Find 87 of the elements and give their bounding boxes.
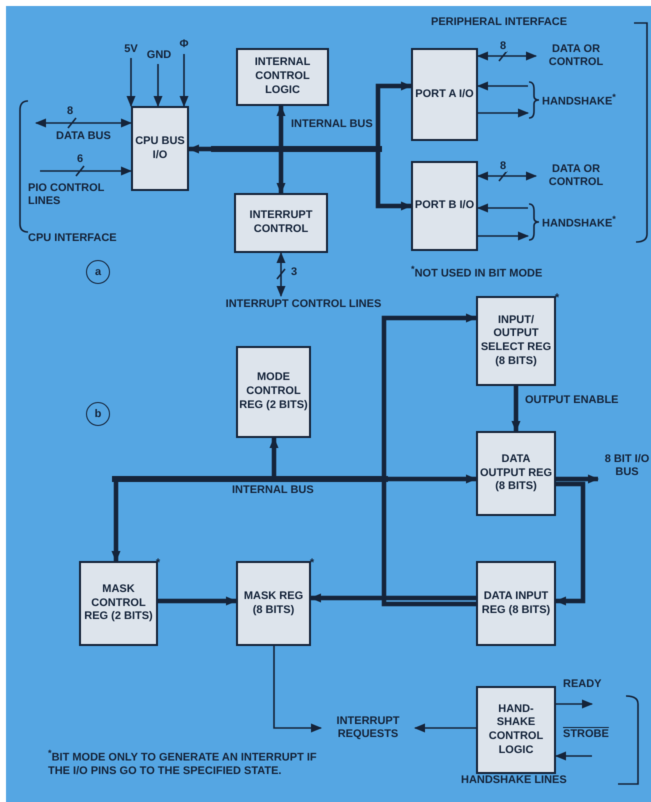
arrow — [158, 596, 237, 606]
arrow — [188, 144, 211, 154]
block-label: PORT B I/O — [414, 199, 474, 213]
edge-label: STROBE — [562, 728, 610, 740]
arrow — [276, 252, 286, 297]
block-box — [234, 193, 328, 253]
figure-letter: b — [94, 408, 102, 420]
block-box — [411, 48, 478, 141]
signal-label: 8 BIT I/O BUS — [598, 450, 651, 482]
block-box — [236, 346, 311, 438]
arrow — [376, 152, 412, 210]
block-box — [236, 48, 329, 106]
arrow — [556, 700, 593, 708]
arrow — [555, 482, 586, 606]
signal-label: DATA OR CONTROL — [536, 42, 616, 70]
arrow — [477, 82, 528, 90]
block-box — [79, 561, 158, 646]
arrow — [276, 152, 286, 194]
edge-label: OUTPUT ENABLE — [524, 394, 620, 406]
arrow — [40, 166, 132, 176]
arrow — [512, 386, 520, 432]
arrow — [112, 482, 120, 562]
arrow — [477, 52, 537, 60]
block-box — [236, 561, 311, 646]
footnote-mark: * — [554, 292, 560, 306]
arrow — [477, 172, 537, 180]
arrow — [180, 54, 188, 107]
signal-label: INTERRUPT CONTROL LINES — [166, 296, 441, 314]
block-label: DATA INPUT REG (8 BITS) — [480, 590, 552, 618]
arrow — [276, 105, 286, 146]
annotation-text: CPU INTERFACE — [28, 232, 118, 246]
arrow — [154, 64, 162, 107]
edge-label: 8 — [499, 40, 508, 52]
arrow — [478, 232, 529, 240]
figure-circle — [86, 402, 110, 426]
annotation-text: HANDSHAKE$^{*}$ — [542, 214, 616, 231]
figure-circle — [86, 260, 110, 284]
annotation-text: PIO CONTROL LINES — [28, 182, 106, 208]
edge-label: 8 — [499, 160, 508, 172]
block-label: HAND- SHAKE CONTROL LOGIC — [488, 702, 544, 758]
block-box — [411, 161, 478, 251]
arrow — [555, 752, 592, 760]
annotation-text: HANDSHAKE$^{*}$ — [542, 92, 616, 109]
block-box — [476, 686, 556, 774]
arrow — [270, 437, 278, 476]
footnote-text: $^{*}$BIT MODE ONLY TO GENERATE AN INTERRUPT IF THE I/O PINS GO TO THE SPECIFIED STATE. — [48, 748, 318, 778]
block-box — [476, 431, 556, 516]
edge-label: 3 — [290, 266, 298, 278]
arrow — [382, 314, 477, 476]
arrow — [310, 594, 476, 602]
block-label: INTERNAL CONTROL LOGIC — [254, 56, 312, 98]
block-label: INTERRUPT CONTROL — [248, 209, 314, 237]
signal-label: INTERRUPT REQUESTS — [321, 712, 415, 744]
edge-label: 8 — [66, 105, 74, 118]
figure-letter: a — [94, 266, 102, 278]
block-label: MASK REG (8 BITS) — [242, 590, 304, 618]
edge-label: 6 — [76, 153, 84, 166]
footnote-mark: * — [308, 557, 316, 570]
arrow — [414, 724, 476, 732]
block-label: MODE CONTROL REG (2 BITS) — [238, 371, 309, 413]
block-box — [476, 296, 556, 386]
block-box — [476, 561, 556, 646]
arrow — [35, 118, 132, 128]
bus-label: INTERNAL BUS — [232, 484, 315, 498]
arrow — [477, 204, 528, 212]
arrow — [273, 646, 322, 732]
signal-label: Φ — [174, 36, 194, 54]
arrow — [478, 108, 529, 118]
block-label: INPUT/ OUTPUT SELECT REG (8 BITS) — [480, 314, 552, 368]
block-label: CPU BUS I/O — [134, 134, 186, 162]
arrow — [126, 58, 136, 107]
arrow — [376, 82, 412, 146]
signal-label: GND — [144, 48, 174, 64]
arrow — [388, 474, 477, 484]
annotation-text: PERIPHERAL INTERFACE — [431, 16, 568, 30]
block-box — [131, 106, 189, 191]
annotation-text: DATA BUS — [56, 130, 112, 144]
bus-label: INTERNAL BUS — [291, 118, 374, 132]
block-label: MASK CONTROL REG (2 BITS) — [83, 582, 154, 624]
bus-line — [382, 482, 476, 606]
annotation-text: HANDSHAKE LINES — [461, 774, 568, 788]
block-label: PORT A I/O — [415, 88, 474, 102]
footnote-text: $^{*}$NOT USED IN BIT MODE — [411, 264, 544, 281]
block-label: DATA OUTPUT REG (8 BITS) — [478, 452, 554, 494]
signal-label: 5V — [119, 42, 143, 58]
signal-label: DATA OR CONTROL — [536, 162, 616, 190]
arrow — [556, 474, 599, 484]
